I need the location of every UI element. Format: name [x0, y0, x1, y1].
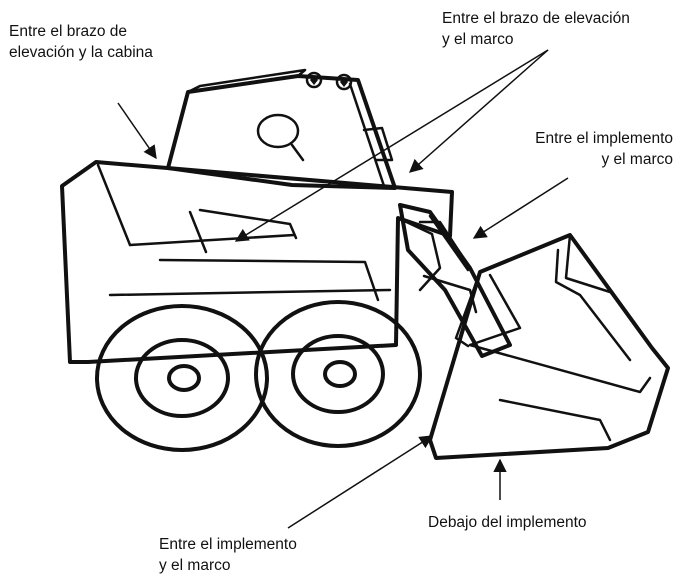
callout-arrows: [117, 49, 569, 529]
label-implement-frame-bottom: Entre el implemento y el marco: [159, 536, 297, 574]
label-under-implement: Debajo del implemento: [428, 514, 587, 531]
arrow-lift-arm-frame-a: [234, 49, 549, 242]
arrow-implement-frame-bottom: [287, 435, 434, 529]
arrow-lift-arm-cab: [117, 102, 157, 160]
operator-head: [256, 113, 300, 149]
label-implement-frame-right: Entre el implemento y el marco: [535, 130, 673, 168]
rear-wheel: [95, 304, 269, 452]
label-lift-arm-cab: Entre el brazo de elevación y la cabina: [9, 23, 153, 61]
work-lights: [305, 71, 353, 91]
machine-body: [60, 160, 454, 364]
bucket-implement: [428, 233, 670, 460]
front-wheel: [254, 300, 422, 448]
arrow-lift-arm-frame-b: [408, 49, 549, 173]
cab: [166, 68, 397, 190]
lift-arm: [398, 203, 512, 358]
arrow-implement-frame-right: [472, 177, 569, 239]
label-lift-arm-frame: Entre el brazo de elevación y el marco: [442, 10, 630, 48]
